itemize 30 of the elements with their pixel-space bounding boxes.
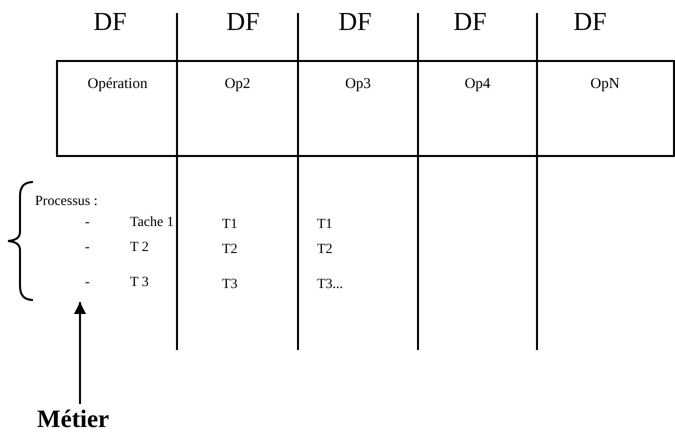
- task-name: T3...: [317, 277, 344, 293]
- column-header: DF: [453, 7, 487, 37]
- task-name: Tache 1: [130, 215, 174, 231]
- role-label: Métier: [37, 406, 110, 434]
- operation-name: Opération: [86, 76, 148, 93]
- list-dash: -: [85, 275, 90, 291]
- operation-name: Op4: [464, 76, 492, 93]
- task-name: T2: [222, 242, 238, 258]
- operation-cell: [56, 60, 177, 157]
- task-name: T 3: [130, 275, 149, 291]
- operation-name: Op3: [344, 76, 372, 93]
- task-name: T 2: [130, 240, 149, 256]
- operation-name: OpN: [589, 76, 621, 93]
- column-header: DF: [573, 7, 607, 37]
- list-dash: -: [85, 240, 90, 256]
- arrow: [74, 302, 86, 404]
- column-header: DF: [226, 7, 260, 37]
- operation-cell: [298, 60, 418, 157]
- task-name: T2: [317, 242, 333, 258]
- task-name: T1: [222, 217, 238, 233]
- column-header: DF: [93, 7, 127, 37]
- task-name: T1: [317, 217, 333, 233]
- task-name: T3: [222, 277, 238, 293]
- process-heading: Processus :: [35, 194, 98, 210]
- list-dash: -: [85, 215, 90, 231]
- operation-cell: [177, 60, 298, 157]
- operation-cell: [418, 60, 537, 157]
- column-header: DF: [338, 7, 372, 37]
- operation-name: Op2: [224, 76, 252, 93]
- operation-cell: [537, 60, 675, 157]
